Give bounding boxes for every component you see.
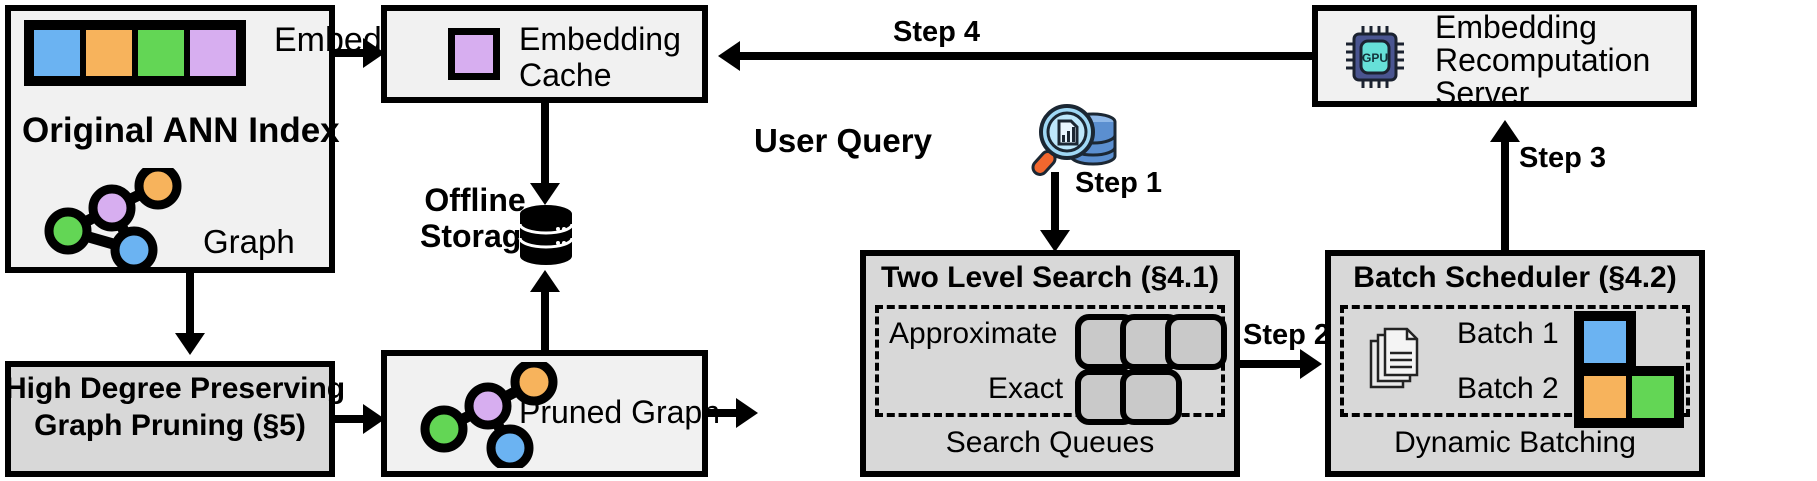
arrow-pruned-to-storage-head <box>530 270 560 292</box>
offline-storage-label-line1: Offline <box>424 182 526 218</box>
batch1-swatches <box>1574 311 1636 373</box>
arrow-pruning-to-pruned-head <box>363 404 385 434</box>
pruned-graph-label: Pruned Graph <box>519 394 721 430</box>
step2-label: Step 2 <box>1243 319 1331 351</box>
arrow-pruned-to-search-line <box>708 409 738 417</box>
batch2-swatch-orange <box>1581 373 1629 421</box>
pruned-graph-icon <box>420 362 558 468</box>
step3-label: Step 3 <box>1519 142 1607 174</box>
database-icon <box>518 205 574 265</box>
arrow-step2-line <box>1240 360 1302 368</box>
recomputation-server-line2: Recomputation <box>1435 42 1651 78</box>
dynamic-batching-panel <box>1340 305 1690 417</box>
arrow-index-to-cache-head <box>363 38 385 68</box>
embedding-swatch-purple <box>187 27 239 79</box>
graph-pruning-box <box>5 361 335 477</box>
graph-label: Graph <box>203 223 295 260</box>
exact-row-label: Exact <box>988 372 1064 405</box>
embedding-cache-swatch-icon <box>448 28 500 80</box>
embedding-cache-box <box>381 5 708 103</box>
embedding-swatch-orange <box>83 27 135 79</box>
graph-pruning-line1: High Degree Preserving <box>5 372 346 405</box>
user-query-label: User Query <box>754 122 932 159</box>
arrow-index-to-pruning-head <box>175 333 205 355</box>
arrow-step4-head <box>718 41 740 71</box>
arrow-step3-line <box>1501 142 1509 270</box>
batch2-swatch-green <box>1629 373 1677 421</box>
arrow-pruned-to-search-head <box>736 398 758 428</box>
svg-text:GPU: GPU <box>1362 51 1388 65</box>
embedding-swatch-blue <box>31 27 83 79</box>
magnifier-database-icon <box>1031 104 1117 176</box>
arrow-cache-to-storage-head <box>530 183 560 205</box>
arrow-pruned-to-storage-line <box>541 292 549 350</box>
documents-icon <box>1369 327 1419 389</box>
offline-storage-label-line2: Storage <box>420 218 540 254</box>
step4-label: Step 4 <box>893 16 981 48</box>
embedding-cache-label-line1: Embedding <box>519 21 681 57</box>
batch2-label: Batch 2 <box>1457 372 1559 405</box>
embedding-swatch-strip <box>24 20 246 86</box>
arrow-cache-to-storage-line <box>541 103 549 185</box>
arrow-step4-line <box>740 52 1312 60</box>
batch2-swatches <box>1574 366 1684 428</box>
dynamic-batching-footer: Dynamic Batching <box>1394 426 1636 459</box>
arrow-index-to-cache-line <box>335 49 363 57</box>
arrow-step1-line <box>1051 172 1059 232</box>
exact-queue-cell-2 <box>1120 369 1182 425</box>
original-ann-index-title: Original ANN Index <box>22 111 340 150</box>
arrow-step3-head <box>1490 120 1520 142</box>
recomputation-server-line1: Embedding <box>1435 9 1597 45</box>
approximate-queue-cell-3 <box>1165 314 1227 370</box>
graph-pruning-line2: Graph Pruning (§5) <box>34 409 306 442</box>
batch1-label: Batch 1 <box>1457 317 1559 350</box>
arrow-step1-head <box>1040 230 1070 252</box>
batch-scheduler-title: Batch Scheduler (§4.2) <box>1353 261 1677 294</box>
two-level-search-title: Two Level Search (§4.1) <box>881 261 1219 294</box>
embedding-cache-label-line2: Cache <box>519 57 612 93</box>
gpu-chip-icon: GPU <box>1346 26 1404 88</box>
original-graph-icon <box>44 168 182 268</box>
arrow-index-to-pruning-line <box>186 273 194 335</box>
step1-label: Step 1 <box>1075 167 1163 199</box>
arrow-step2-head <box>1300 349 1322 379</box>
batch1-swatch-blue <box>1581 318 1629 366</box>
embedding-swatch-green <box>135 27 187 79</box>
search-queues-footer: Search Queues <box>945 426 1155 459</box>
arrow-pruning-to-pruned-line <box>335 415 363 423</box>
approximate-row-label: Approximate <box>889 317 1058 350</box>
recomputation-server-line3: Server <box>1435 75 1530 111</box>
